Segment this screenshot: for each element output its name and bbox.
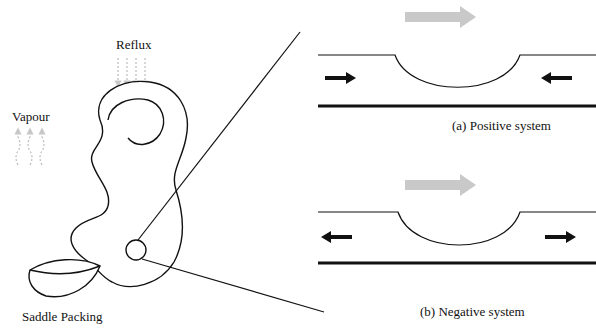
vapour-arrows [16,131,44,165]
vapour-label: Vapour [12,110,50,124]
panel-caption: (b) Negative system [420,305,525,319]
negative-film [318,174,596,263]
saddle-outline [29,81,187,296]
reflux-label: Reflux [116,38,151,52]
positive-film [318,6,596,106]
reflux-arrows [118,58,145,84]
packing-caption: Saddle Packing [22,310,103,324]
zoom-lines [138,32,324,312]
panel-caption: (a) Positive system [452,119,551,133]
